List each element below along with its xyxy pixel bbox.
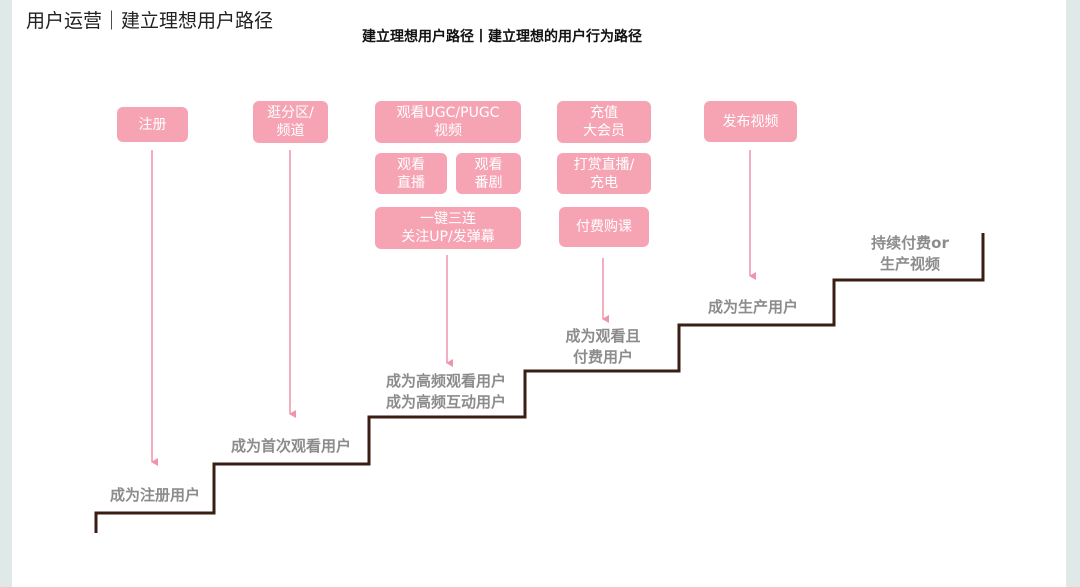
diagram-subtitle: 建立理想用户路径丨建立理想的用户行为路径 <box>362 29 642 45</box>
action-recharge: 充值 大会员 <box>557 101 651 143</box>
stage-first-viewer: 成为首次观看用户 <box>230 437 351 455</box>
action-register: 注册 <box>117 107 188 142</box>
stage-registered: 成为注册用户 <box>109 486 200 504</box>
action-watch-live: 观看 直播 <box>375 153 447 194</box>
action-watch-drama: 观看 番剧 <box>456 153 521 194</box>
stage-sustained: 持续付费or 生产视频 <box>871 234 949 273</box>
action-publish: 发布视频 <box>704 101 797 142</box>
page-title: 用户运营｜建立理想用户路径 <box>26 10 274 32</box>
stage-paying: 成为观看且 付费用户 <box>565 327 641 366</box>
staircase-line <box>94 233 985 533</box>
action-tip-charge: 打赏直播/ 充电 <box>557 153 651 194</box>
action-triple-follow: 一键三连 关注UP/发弹幕 <box>375 207 521 249</box>
action-browse: 逛分区/ 频道 <box>253 101 328 143</box>
slide-canvas <box>12 0 1066 587</box>
action-watch-ugc-pugc: 观看UGC/PUGC 视频 <box>375 101 521 143</box>
stage-high-frequency: 成为高频观看用户 成为高频互动用户 <box>385 372 506 411</box>
stage-producer: 成为生产用户 <box>707 298 798 316</box>
action-paid-course: 付费购课 <box>559 207 649 247</box>
